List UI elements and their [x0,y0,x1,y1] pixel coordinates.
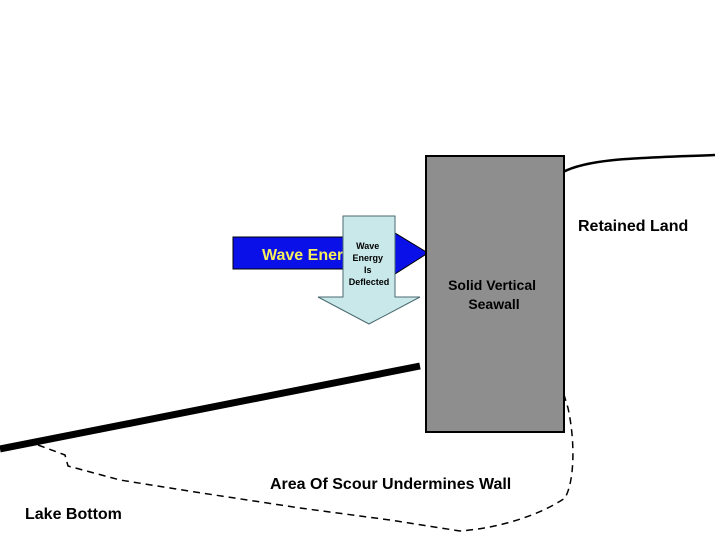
deflected-line-3: Is [364,265,372,275]
seawall: Solid Vertical Seawall [425,155,565,433]
deflected-line-1: Wave [356,241,379,251]
seawall-label: Solid Vertical Seawall [448,277,540,312]
deflected-line-4: Deflected [349,277,390,287]
seawall-block [425,155,565,433]
wave-energy-arrow: Wave Energy [232,232,429,275]
lake-bottom-line [0,362,421,453]
wave-energy-label: Wave Energy [262,247,362,264]
retained-land-label: Retained Land [578,218,688,235]
deflected-line-2: Energy [352,253,383,263]
wave-deflected-arrow: Wave Energy Is Deflected [317,215,421,325]
deflected-label: Wave Energy Is Deflected [349,241,390,287]
seawall-line-2: Seawall [468,296,519,312]
scour-area-label: Area Of Scour Undermines Wall [270,476,511,493]
lake-bottom-label: Lake Bottom [25,506,122,523]
seawall-line-1: Solid Vertical [448,277,536,293]
down-arrow-icon [317,215,421,325]
scour-area-outline [37,387,574,532]
retained-land-surface-line [562,153,716,174]
